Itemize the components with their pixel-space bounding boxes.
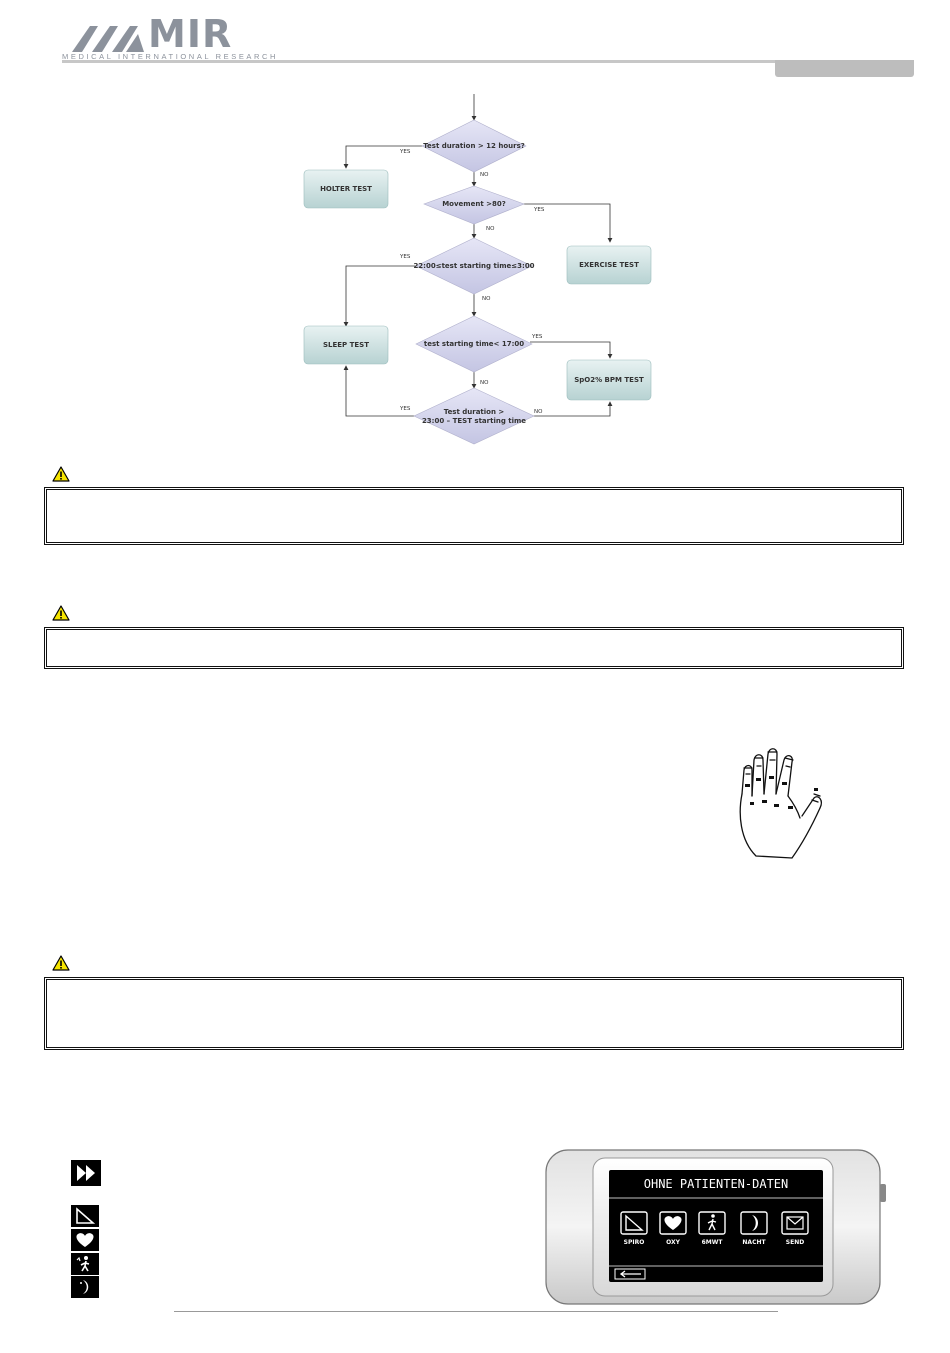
decision-text-duration-vs-23-line2: 23:00 – TEST starting time [422,417,526,425]
label-no: NO [534,409,543,415]
warning-triangle-icon [52,955,70,971]
device-button-oxy: OXY [659,1211,687,1246]
warning-box-2 [44,627,904,669]
box-text-exercise: EXERCISE TEST [579,261,639,269]
spiro-icon [71,1205,99,1227]
box-holter [303,169,389,209]
device-button-6mwt: 6MWT [698,1211,726,1246]
label-no: NO [480,380,489,386]
box-text-holter: HOLTER TEST [320,185,372,193]
device-button-send: SEND [781,1211,809,1246]
decision-duration-vs-23 [413,387,535,445]
header-tab [775,60,914,77]
spirometer-device: OHNE PATIENTEN-DATEN SPIRO OXY 6MWT NACH… [545,1149,886,1305]
test-type-flowchart: Test duration > 12 hours? Movement >80? … [303,94,652,445]
brand-name: MIR [148,12,233,56]
decision-night-start [415,237,533,295]
warning-triangle-icon [52,605,70,621]
walk-icon [71,1253,99,1275]
decision-text-night-start: 22:00≤test starting time≤3:00 [413,262,534,270]
label-yes: YES [533,207,545,213]
label-yes: YES [399,406,411,412]
mir-logo-icon [72,26,144,52]
heart-icon [71,1229,99,1251]
decision-duration [421,119,527,173]
box-text-spo2: SpO2% BPM TEST [574,376,644,384]
device-button-spiro: SPIRO [620,1211,648,1246]
label-yes: YES [531,334,543,340]
device-screen-title: OHNE PATIENTEN-DATEN [644,1177,789,1191]
decision-text-duration-vs-23-line1: Test duration > [444,408,505,416]
hand-sensor-illustration [739,748,822,859]
label-no: NO [480,172,489,178]
decision-text-movement: Movement >80? [442,200,506,208]
decision-movement [423,185,525,225]
warning-box-1 [44,487,904,545]
box-spo2 [566,359,652,401]
decision-before-17 [415,315,533,373]
label-yes: YES [399,254,411,260]
device-button-nacht-label: NACHT [742,1239,766,1246]
device-button-oxy-label: OXY [666,1239,681,1246]
warning-triangle-icon [52,466,70,482]
device-button-nacht: NACHT [740,1211,768,1246]
moon-icon [71,1276,99,1298]
label-no: NO [482,296,491,302]
box-exercise [566,245,652,285]
footer-divider [174,1311,778,1312]
device-button-send-label: SEND [786,1239,804,1246]
back-arrow-icon [614,1268,646,1280]
fast-forward-icon [71,1160,101,1186]
warning-box-3 [44,977,904,1050]
box-text-sleep: SLEEP TEST [323,341,369,349]
decision-text-before-17: test starting time< 17:00 [424,340,524,348]
label-no: NO [486,226,495,232]
device-button-spiro-label: SPIRO [624,1239,645,1246]
label-yes: YES [399,149,411,155]
decision-text-duration: Test duration > 12 hours? [423,142,525,150]
header-divider [62,60,914,63]
box-sleep [303,325,389,365]
device-button-6mwt-label: 6MWT [702,1239,724,1246]
brand-subtitle: MEDICAL INTERNATIONAL RESEARCH [62,52,279,61]
